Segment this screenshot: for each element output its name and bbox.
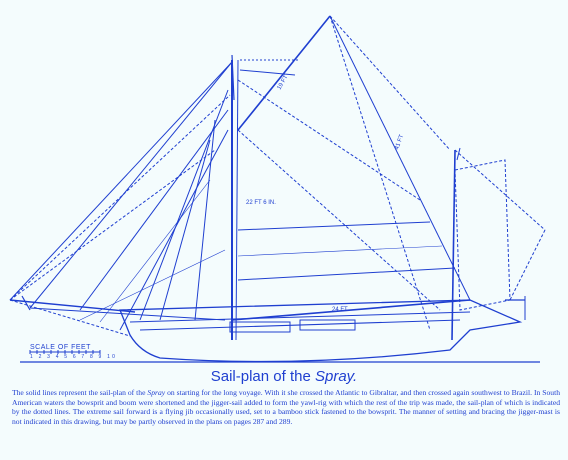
sail-plan-drawing: 22 FT 6 IN. 24 FT. 19 FT 41 FT <box>9 15 546 363</box>
title-prefix: Sail-plan of the <box>210 368 315 385</box>
scale-bar <box>29 350 101 354</box>
scale-label: SCALE OF FEET <box>30 344 91 351</box>
label-gaff: 19 FT <box>277 74 290 91</box>
label-mainsail-luff: 22 FT 6 IN. <box>246 200 276 206</box>
label-topsail: 41 FT <box>394 134 405 151</box>
figure-caption: The solid lines represent the sail-plan … <box>12 388 560 426</box>
caption-part-1: The solid lines represent the sail-plan … <box>12 388 148 397</box>
scale-numbers: 1 2 3 4 5 6 7 8 9 10 <box>30 354 118 360</box>
figure-title: Sail-plan of the Spray. <box>0 368 568 385</box>
title-vessel: Spray. <box>314 368 358 385</box>
caption-vessel-name: Spray <box>147 388 166 397</box>
caption-part-2: on starting for the long voyage. With it… <box>12 388 560 426</box>
label-boom: 24 FT. <box>332 307 349 313</box>
